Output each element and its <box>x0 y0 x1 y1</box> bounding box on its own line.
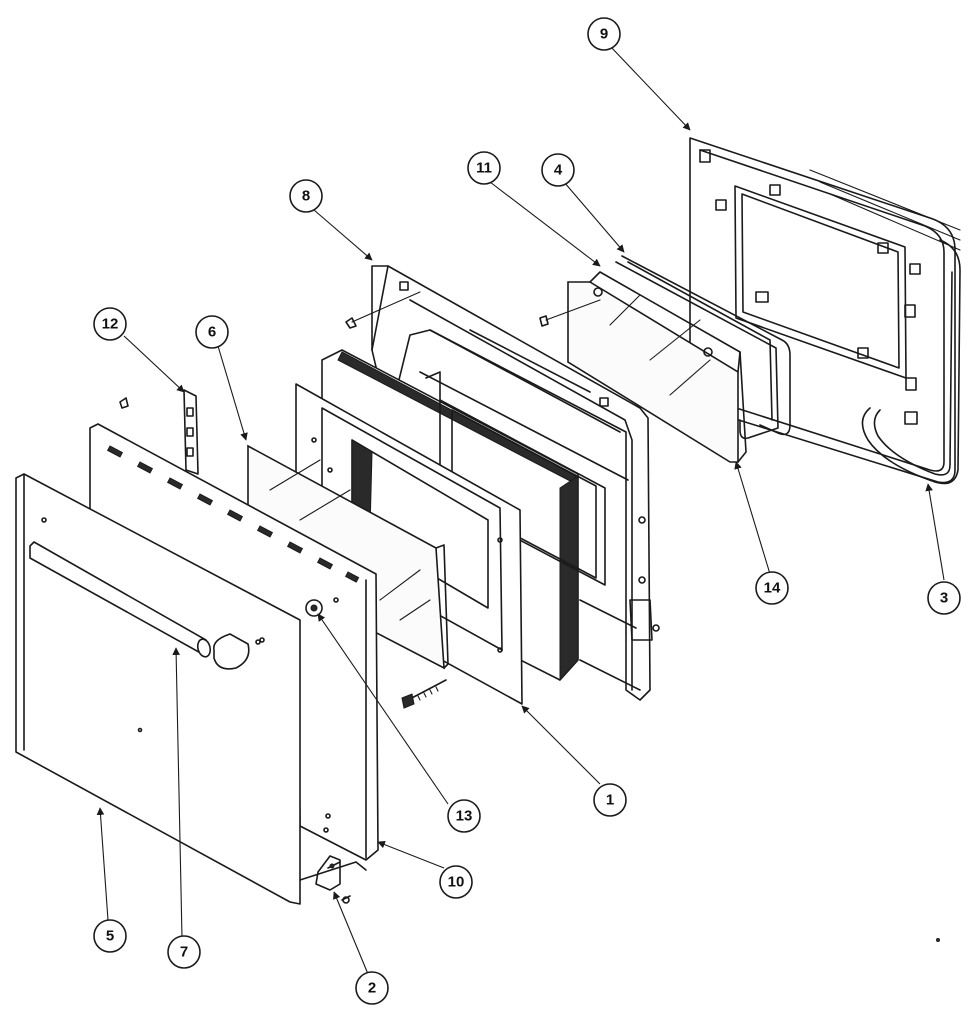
callout-11-label: 11 <box>476 160 492 177</box>
callout-10-label: 10 <box>448 874 465 891</box>
vent-bracket-part <box>183 389 199 475</box>
callout-12-label: 12 <box>102 316 119 333</box>
callout-9-label: 9 <box>600 26 608 43</box>
inner-glass-gasket-part <box>615 255 791 440</box>
callout-13: 13 <box>447 799 481 833</box>
leader-lines <box>96 45 945 975</box>
callout-14: 14 <box>755 571 789 605</box>
callout-4: 4 <box>541 153 575 187</box>
door-gasket-part <box>861 239 961 485</box>
callout-2: 2 <box>355 971 389 1005</box>
callout-6: 6 <box>195 315 229 349</box>
callout-2-label: 2 <box>368 980 376 997</box>
callout-9: 9 <box>587 17 621 51</box>
callout-13-label: 13 <box>456 808 473 825</box>
callout-6-label: 6 <box>208 324 216 341</box>
callout-3: 3 <box>927 581 961 615</box>
door-liner-part <box>689 137 961 484</box>
callout-5-label: 5 <box>106 928 114 945</box>
callout-1: 1 <box>593 783 627 817</box>
callout-3-label: 3 <box>940 590 948 607</box>
callout-14-label: 14 <box>764 580 781 597</box>
screw-part <box>119 291 601 709</box>
callout-7-label: 7 <box>180 944 188 961</box>
callout-8: 8 <box>289 179 323 213</box>
callout-12: 12 <box>93 307 127 341</box>
callout-4-label: 4 <box>554 162 563 179</box>
callout-1-label: 1 <box>606 792 614 809</box>
callout-7: 7 <box>167 935 201 969</box>
callout-10: 10 <box>439 865 473 899</box>
callout-11: 11 <box>467 151 501 185</box>
handle-part <box>29 541 261 670</box>
hinge-bracket-part <box>299 855 367 904</box>
plug-part <box>305 597 339 617</box>
callout-8-label: 8 <box>302 188 310 205</box>
callout-5: 5 <box>93 919 127 953</box>
